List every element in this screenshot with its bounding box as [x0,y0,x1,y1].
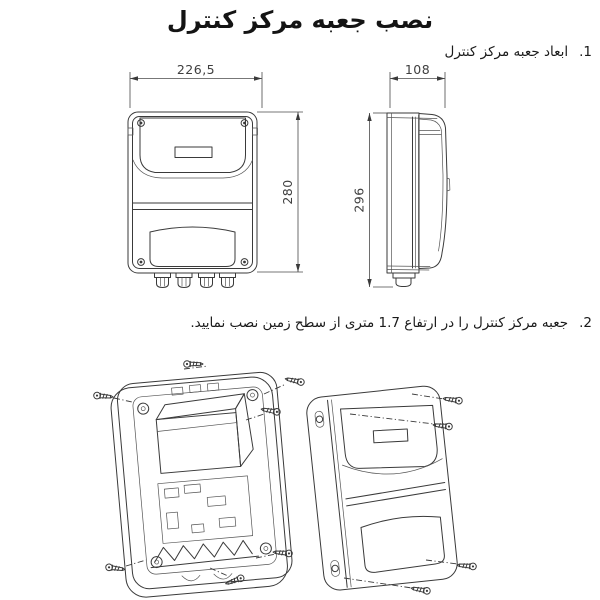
closed-cover-outline [306,385,458,591]
open-housing-outline [110,371,293,598]
screw-icon [456,561,478,571]
closed-enclosure-drawing [292,358,512,600]
corner-screw-icon [137,119,249,266]
bottom-ribs [150,539,260,582]
side-cable-gland [392,272,416,287]
front-lower-panel [149,226,236,267]
top-clips [171,382,220,396]
step-2-number: 2. [579,315,592,331]
step-1-text: ابعاد جعبه مرکز کنترل [444,44,569,60]
front-enclosure-outline [127,111,258,274]
screw-icon [104,563,126,574]
step-1-number: 1. [579,44,592,60]
front-view-drawing: 226,5 280 [96,60,308,298]
front-height-dimension: 280 [257,111,303,273]
side-view-drawing: 108 296 [352,60,458,298]
front-lid-panel [132,117,253,179]
closed-lower-panel [360,515,445,573]
display-window [372,428,409,444]
side-width-dimension: 108 [389,62,446,108]
side-height-label: 296 [352,187,367,212]
transformer-block [155,393,254,474]
pcb-area [157,475,254,544]
screw-icon [410,584,432,596]
screw-posts [137,389,272,569]
step-2-text: جعبه مرکز کنترل را در ارتفاع 1.7 متری از… [190,315,569,331]
screw-icon [183,360,204,368]
screw-icon [92,391,114,401]
side-width-label: 108 [405,62,430,77]
closed-mid-band [345,482,446,507]
front-height-label: 280 [280,179,295,204]
step-2: 2. جعبه مرکز کنترل را در ارتفاع 1.7 متری … [0,315,600,331]
page-title: نصب جعبه مرکز کنترل [166,6,434,34]
side-height-dimension: 296 [352,112,393,288]
screw-icon [442,394,464,405]
front-width-label: 226,5 [177,62,215,77]
closed-lid-panel [340,404,443,475]
side-enclosure-outline [386,112,438,274]
side-lid-profile [418,113,451,269]
cable-glands [154,272,236,288]
front-width-dimension: 226,5 [129,62,263,108]
step-1: 1. ابعاد جعبه مرکز کنترل [0,44,600,60]
open-enclosure-drawing [88,352,310,598]
display-window [174,146,213,158]
